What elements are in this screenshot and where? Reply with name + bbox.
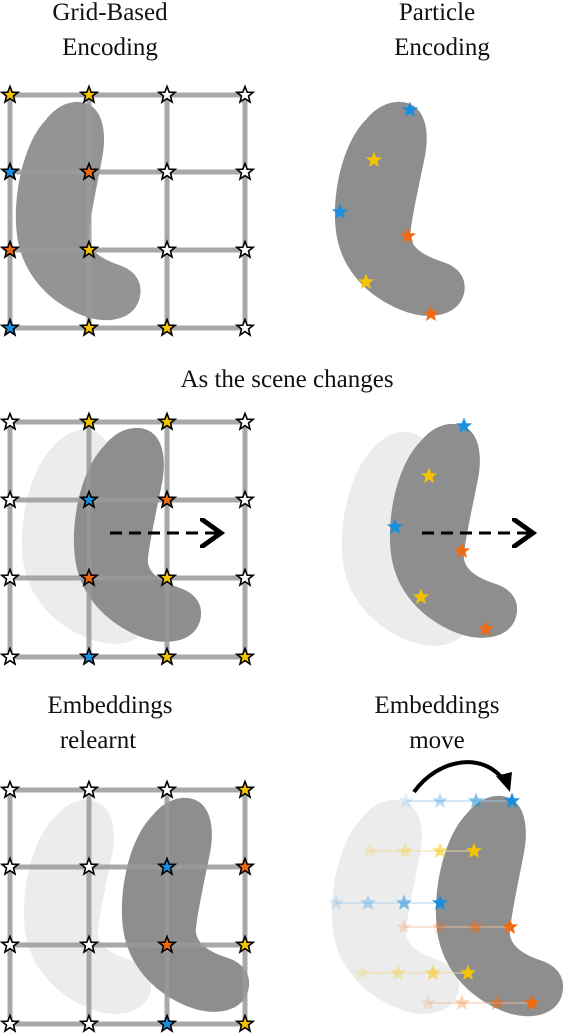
grid-title-line2: Encoding	[62, 34, 158, 61]
star-icon	[431, 792, 449, 808]
grid-lines	[7, 787, 248, 1027]
panel-particle-initial	[331, 101, 465, 321]
panel-grid-relearnt	[1, 780, 254, 1032]
grid-title-line1: Grid-Based	[52, 0, 168, 26]
object-blob	[334, 101, 465, 316]
relearn-title-line2: relearnt	[60, 727, 136, 754]
middle-title: As the scene changes	[180, 366, 393, 393]
grid-lines	[7, 92, 248, 331]
move-title-line1: Embeddings	[375, 692, 500, 719]
curved-arrow-head	[496, 772, 512, 792]
panel-grid-changed	[1, 412, 254, 665]
grid-lines	[7, 419, 248, 660]
star-icon	[1, 318, 19, 336]
star-icon	[158, 1014, 176, 1032]
particle-trails	[336, 800, 532, 1004]
panel-grid-initial	[1, 85, 254, 336]
particle-title-line1: Particle	[399, 0, 475, 26]
star-icon	[80, 647, 98, 665]
star-icon	[1, 1014, 19, 1032]
star-icon	[158, 318, 176, 336]
star-icon	[236, 647, 254, 665]
particle-title-line2: Encoding	[394, 34, 490, 61]
star-icon	[158, 647, 176, 665]
star-icon	[236, 1014, 254, 1032]
star-icon	[236, 318, 254, 336]
star-icon	[80, 318, 98, 336]
star-icon	[1, 647, 19, 665]
panel-particle-moved	[327, 760, 564, 1017]
move-title-line2: move	[409, 727, 465, 754]
star-icon	[80, 1014, 98, 1032]
object-blob	[15, 101, 141, 321]
curved-arrow-icon	[412, 760, 508, 794]
panel-particle-changed	[341, 417, 530, 646]
relearn-title-line1: Embeddings	[48, 692, 173, 719]
